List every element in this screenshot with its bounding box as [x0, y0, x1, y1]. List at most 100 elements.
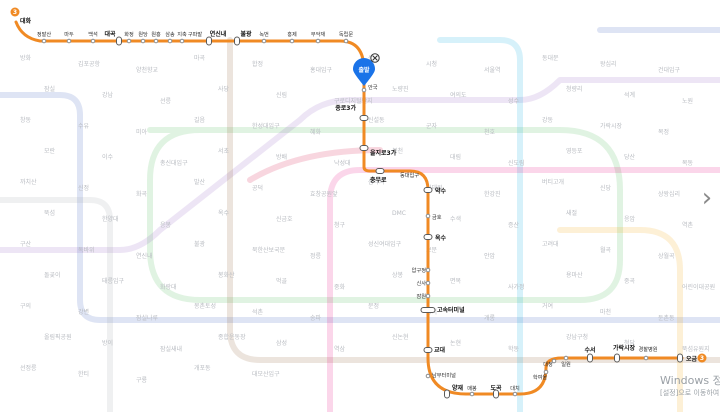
background-station-label: 상봉: [392, 271, 404, 279]
station-yangjae[interactable]: 양재: [452, 384, 464, 392]
station-baekseok[interactable]: 백석: [88, 30, 98, 38]
station-anguk[interactable]: 안국: [368, 84, 378, 91]
stop-dot[interactable]: [315, 38, 321, 44]
station-daecheong[interactable]: 대청: [543, 360, 553, 368]
background-station-label: 천호: [484, 128, 496, 136]
station-chungmuro[interactable]: 충무로: [370, 176, 387, 184]
station-nokbeon[interactable]: 녹번: [259, 30, 269, 38]
stop-dot[interactable]: [126, 38, 132, 44]
station-police-hospital[interactable]: 경찰병원: [638, 345, 657, 353]
stop-dot[interactable]: [261, 38, 267, 44]
station-yaksu[interactable]: 약수: [435, 187, 447, 195]
transfer-station[interactable]: [420, 307, 436, 313]
station-ogeum[interactable]: 오금: [686, 355, 698, 363]
stop-dot[interactable]: [90, 38, 96, 44]
stop-dot[interactable]: [425, 267, 431, 273]
chevron-right-icon[interactable]: ›: [701, 183, 713, 213]
stop-dot[interactable]: [425, 293, 431, 299]
station-sinsa[interactable]: 신사: [416, 279, 426, 287]
station-hagyeoul[interactable]: 학여울: [533, 373, 548, 381]
transfer-station[interactable]: [375, 168, 385, 174]
station-garak-market[interactable]: 가락시장: [613, 344, 636, 352]
stop-dot[interactable]: [140, 38, 146, 44]
stop-dot[interactable]: [153, 38, 159, 44]
stop-dot[interactable]: [179, 38, 185, 44]
stop-dot[interactable]: [167, 38, 173, 44]
background-station-label: 합정: [252, 60, 263, 68]
background-station-label: 대림: [450, 153, 461, 161]
station-daechi[interactable]: 대치: [510, 384, 520, 392]
stop-dot[interactable]: [66, 38, 72, 44]
station-wondang[interactable]: 원당: [138, 30, 148, 38]
transfer-station[interactable]: [116, 36, 122, 46]
close-icon[interactable]: [370, 53, 380, 63]
stop-dot[interactable]: [563, 355, 569, 361]
transfer-station[interactable]: [206, 36, 212, 46]
station-wonheung[interactable]: 원흥: [151, 30, 161, 38]
stop-dot[interactable]: [643, 355, 649, 361]
station-express-bus-terminal[interactable]: 고속터미널: [437, 306, 465, 314]
station-ddp[interactable]: 동대입구: [400, 171, 419, 179]
station-nambu-terminal[interactable]: 남부터미널: [432, 371, 456, 379]
station-jongno3ga[interactable]: 종로3가: [335, 104, 356, 112]
station-bulgwang[interactable]: 불광: [240, 30, 252, 38]
stop-dot[interactable]: [469, 391, 475, 397]
station-gyodae[interactable]: 교대: [434, 346, 446, 354]
background-station-label: 성수: [508, 97, 520, 105]
background-station-label: 응암: [624, 215, 636, 223]
station-ilwon[interactable]: 일원: [561, 360, 571, 368]
transfer-station[interactable]: [423, 234, 433, 240]
transfer-station[interactable]: [677, 353, 683, 363]
station-maebong[interactable]: 매봉: [467, 384, 477, 392]
station-geumho[interactable]: 금호: [432, 214, 442, 221]
background-station-label: 방화: [20, 54, 32, 62]
stop-dot[interactable]: [343, 38, 349, 44]
stop-dot[interactable]: [425, 280, 431, 286]
transfer-station[interactable]: [359, 115, 369, 121]
station-yeonsinnae[interactable]: 연신내: [210, 30, 227, 38]
transfer-station[interactable]: [614, 353, 620, 363]
station-jamwon[interactable]: 잠원: [416, 292, 426, 300]
stop-dot[interactable]: [289, 38, 295, 44]
station-hwajeong[interactable]: 화정: [124, 31, 134, 38]
transfer-station[interactable]: [444, 389, 450, 399]
station-dongnimmun[interactable]: 독립문: [339, 30, 354, 38]
station-jeongbalsan[interactable]: 정발산: [37, 30, 52, 38]
transfer-station[interactable]: [423, 187, 433, 193]
transfer-markers: [116, 36, 683, 399]
station-suseo[interactable]: 수서: [584, 346, 595, 354]
background-station-label: 건대입구: [658, 66, 681, 74]
background-station-label: 개롱: [484, 314, 496, 322]
stop-dot[interactable]: [425, 213, 431, 219]
stop-dot[interactable]: [361, 87, 367, 93]
stop-dot[interactable]: [543, 369, 549, 375]
station-dogok[interactable]: 도곡: [490, 384, 502, 392]
station-oksu[interactable]: 옥수: [435, 234, 447, 242]
station-madu[interactable]: 마두: [64, 30, 74, 38]
background-station-label: 구산: [20, 240, 32, 248]
background-station-label: 면목: [450, 277, 462, 285]
background-station-label: 용마산: [566, 271, 583, 279]
transfer-station[interactable]: [234, 36, 240, 46]
stop-dot[interactable]: [512, 391, 518, 397]
station-muakjae[interactable]: 무악재: [311, 30, 326, 38]
stop-dot[interactable]: [425, 373, 431, 379]
departure-marker[interactable]: 출발: [353, 58, 375, 86]
transfer-station[interactable]: [587, 353, 593, 363]
station-hongje[interactable]: 홍제: [287, 30, 297, 38]
station-samsong[interactable]: 삼송: [165, 30, 175, 38]
stop-dot[interactable]: [41, 38, 47, 44]
station-daegok[interactable]: 대곡: [104, 30, 116, 38]
station-euljiro3ga[interactable]: 을지로3가: [370, 149, 397, 157]
transfer-station[interactable]: [493, 389, 499, 399]
station-apgujeong[interactable]: 압구정: [412, 266, 427, 274]
transfer-station[interactable]: [359, 145, 369, 151]
station-jichuk[interactable]: 지축: [177, 30, 187, 38]
station-gupabal[interactable]: 구파발: [188, 30, 203, 38]
stop-dot[interactable]: [551, 358, 557, 364]
transfer-station[interactable]: [423, 347, 433, 353]
background-station-label: 노량진: [392, 85, 409, 93]
station-daehwa[interactable]: 대화: [20, 17, 32, 25]
